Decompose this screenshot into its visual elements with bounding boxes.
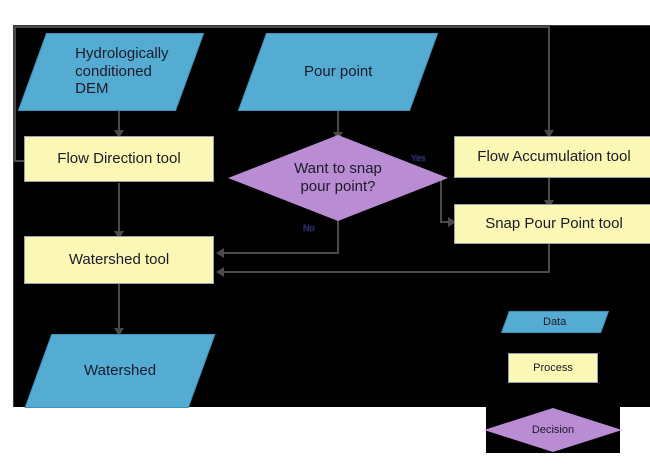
connector-snap-to-watershed-vertical — [548, 244, 550, 272]
arrowhead-no-to-watershed-tool — [216, 248, 224, 258]
node-snap-pour-point-tool[interactable]: Snap Pour Point tool — [454, 204, 650, 244]
arrowhead-flow-direction-to-watershed-tool — [114, 231, 124, 239]
node-label-dem-line2: conditioned — [75, 63, 153, 81]
node-label-snap-pour-point: Snap Pour Point tool — [485, 215, 623, 233]
connector-dem-left-vertical — [14, 26, 16, 161]
node-label-pour-point: Pour point — [303, 63, 373, 81]
connector-snap-to-watershed-horizontal — [222, 271, 550, 273]
connector-no-horizontal — [222, 252, 339, 254]
node-watershed-tool[interactable]: Watershed tool — [24, 236, 214, 284]
arrowhead-dem-to-flow-direction — [114, 130, 124, 138]
node-label-flow-accumulation: Flow Accumulation tool — [477, 148, 631, 166]
connector-flow-direction-to-watershed-tool — [118, 183, 120, 233]
node-want-to-snap-decision[interactable]: Want to snap pour point? — [228, 135, 448, 221]
node-flow-direction-tool[interactable]: Flow Direction tool — [24, 136, 214, 182]
connector-flow-accumulation-to-snap — [548, 178, 550, 202]
connector-dem-to-flow-direction — [118, 110, 120, 132]
node-label-want-snap-line2: pour point? — [300, 178, 376, 195]
node-label-dem-line3: DEM — [75, 80, 109, 98]
legend-item-decision: Decision — [484, 408, 622, 452]
connector-pour-point-to-decision — [337, 110, 339, 134]
legend-label-process: Process — [533, 362, 573, 374]
node-watershed[interactable]: Watershed — [24, 334, 216, 408]
connector-yes-horizontal-b — [440, 221, 452, 223]
connector-to-flow-accumulation — [548, 26, 550, 132]
edge-label-yes: Yes — [411, 153, 426, 163]
arrowhead-to-flow-accumulation — [544, 130, 554, 138]
legend-label-data: Data — [543, 316, 567, 328]
arrowhead-yes-to-snap — [448, 217, 456, 227]
node-flow-accumulation-tool[interactable]: Flow Accumulation tool — [454, 136, 650, 178]
node-label-flow-direction: Flow Direction tool — [57, 150, 181, 168]
connector-watershed-tool-to-watershed — [118, 284, 120, 330]
legend-item-process: Process — [508, 353, 598, 383]
node-hydrologically-conditioned-dem[interactable]: Hydrologically conditioned DEM — [17, 33, 205, 111]
node-label-watershed: Watershed — [84, 362, 156, 380]
node-pour-point[interactable]: Pour point — [237, 33, 439, 111]
legend-item-data: Data — [500, 311, 610, 333]
legend-label-decision: Decision — [531, 424, 575, 436]
connector-no-vertical — [337, 220, 339, 253]
node-label-dem-line1: Hydrologically — [75, 45, 169, 63]
arrowhead-snap-to-watershed-tool — [216, 267, 224, 277]
node-label-want-snap-line1: Want to snap — [294, 160, 382, 178]
connector-dem-top-rail — [14, 26, 550, 28]
edge-label-no: No — [303, 223, 315, 233]
arrowhead-watershed-tool-to-watershed — [114, 328, 124, 336]
node-label-watershed-tool: Watershed tool — [68, 251, 170, 269]
connector-left-rail-stub — [14, 160, 26, 162]
connector-yes-vertical — [440, 177, 442, 222]
